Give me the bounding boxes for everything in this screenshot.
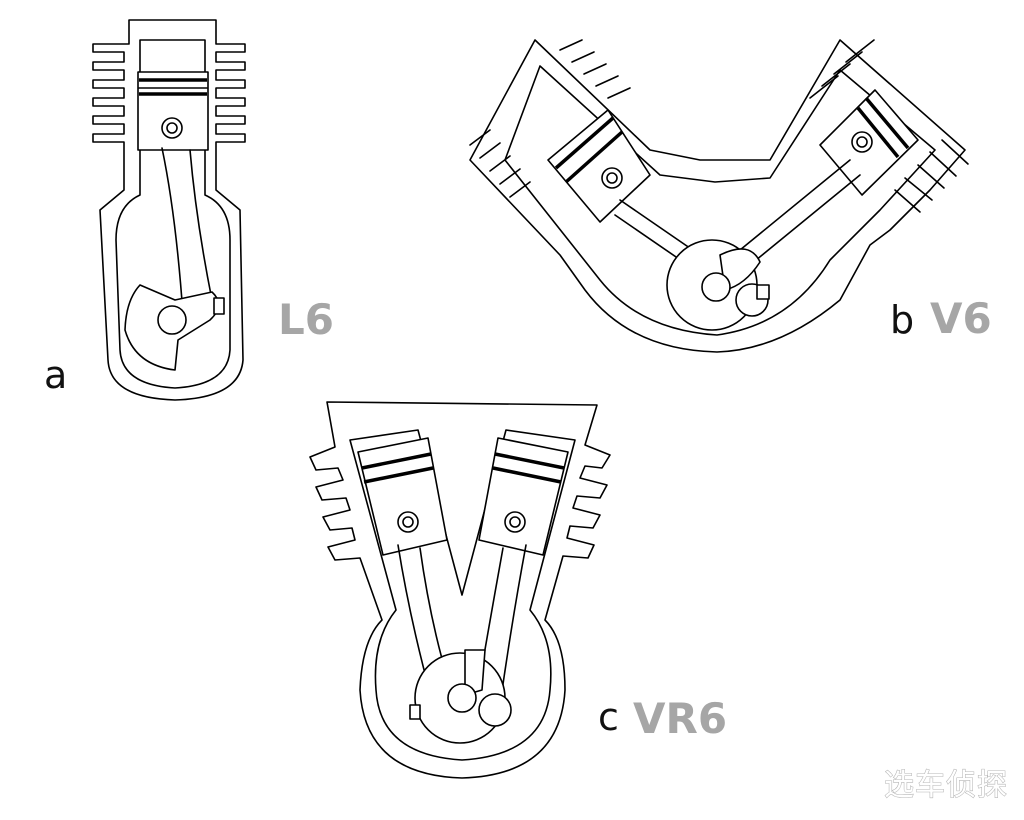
vr6-block-outline	[309, 401, 611, 779]
vr6-piston-right	[478, 437, 569, 556]
diagram-vr6	[309, 401, 611, 779]
diagram-v6	[469, 39, 969, 353]
vr6-connecting-rods	[397, 544, 527, 706]
watermark-text: 选车侦探	[884, 768, 1008, 803]
vr6-piston-left	[357, 437, 448, 556]
v6-connecting-rods	[614, 159, 861, 271]
vr6-block-inner	[349, 429, 576, 761]
v6-fins-right	[809, 39, 969, 213]
l6-connecting-rod	[161, 147, 213, 316]
label-engine-v6: V6	[930, 294, 992, 343]
v6-piston-left	[547, 109, 651, 223]
label-letter-a: a	[44, 353, 67, 397]
l6-crankcase-inner	[115, 39, 231, 389]
label-letter-c: c	[598, 695, 619, 739]
v6-block-outline	[469, 39, 966, 353]
v6-fins-left	[469, 39, 631, 198]
label-engine-l6: L6	[278, 295, 334, 344]
l6-block-outline	[92, 19, 246, 401]
v6-block-inner	[504, 65, 936, 336]
label-letter-b: b	[890, 298, 914, 342]
label-engine-vr6: VR6	[633, 694, 727, 743]
diagram-l6	[92, 19, 246, 401]
l6-piston	[137, 71, 209, 151]
